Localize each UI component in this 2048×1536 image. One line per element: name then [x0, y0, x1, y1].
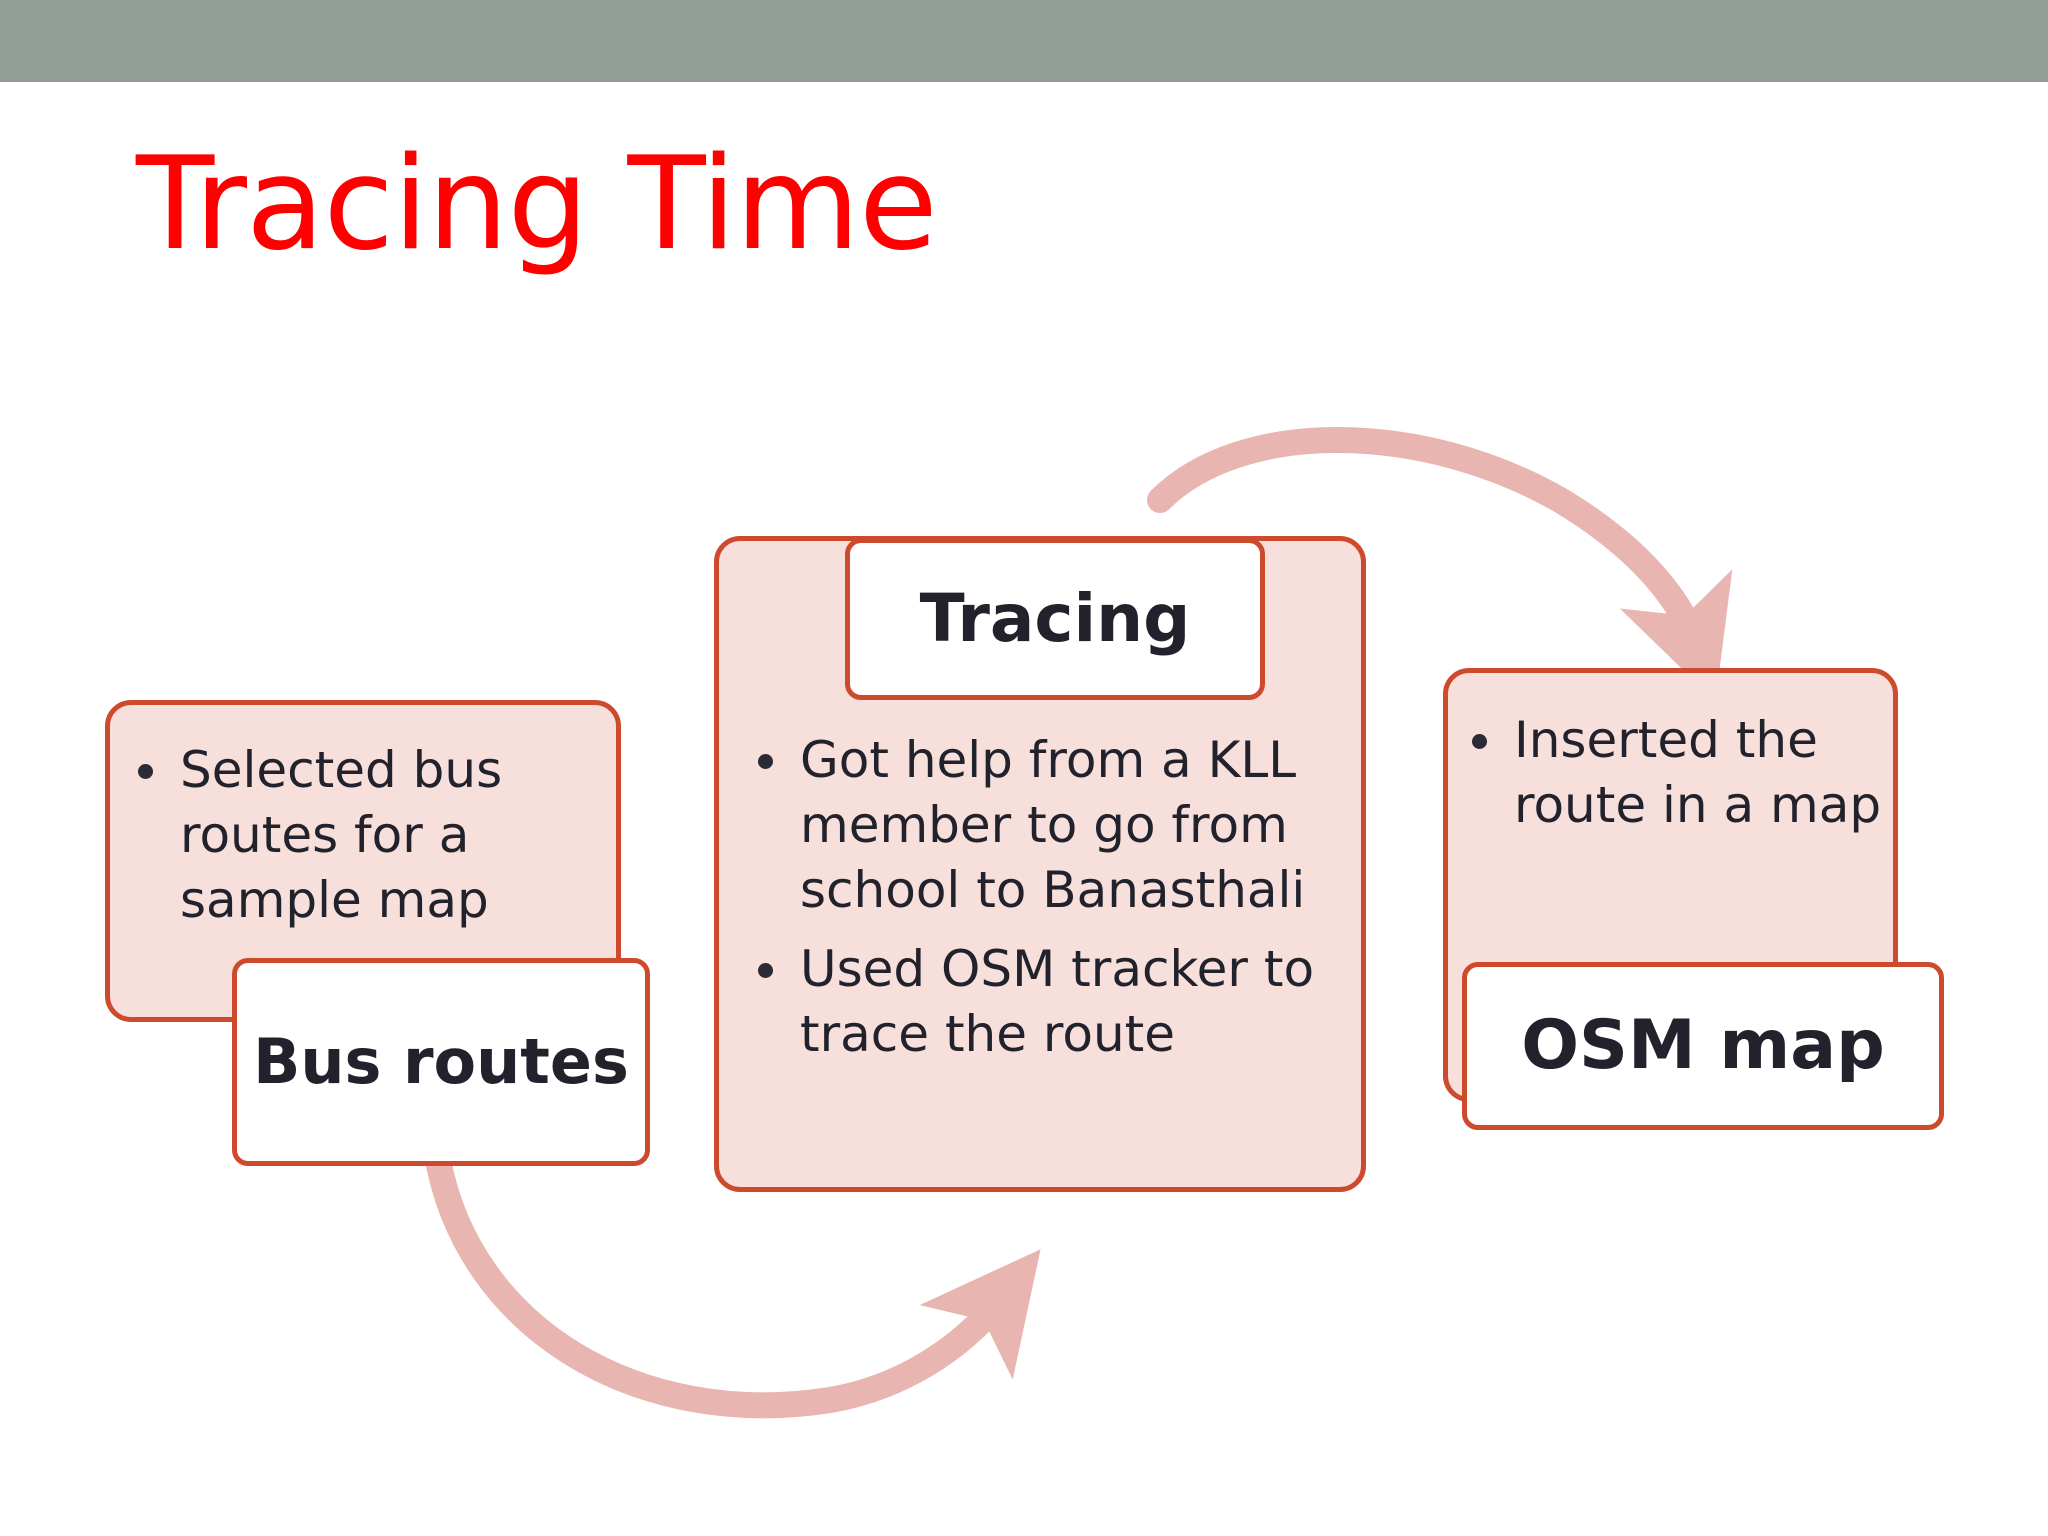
- node-label-bus-routes[interactable]: Bus routes: [232, 958, 650, 1166]
- node-label-osm-map[interactable]: OSM map: [1462, 962, 1944, 1130]
- list-item: Inserted the route in a map: [1462, 708, 1882, 838]
- slide-top-banner: [0, 0, 2048, 82]
- arrow-bus-routes-to-tracing: [425, 1147, 1041, 1419]
- bullet-list-osm-map: Inserted the route in a map: [1462, 708, 1882, 844]
- bullet-list-bus-routes: Selected bus routes for a sample map: [128, 738, 598, 939]
- page-title: Tracing Time: [136, 130, 938, 279]
- node-label-tracing[interactable]: Tracing: [845, 538, 1265, 700]
- bullet-list-tracing: Got help from a KLL member to go from sc…: [748, 728, 1338, 1081]
- list-item: Selected bus routes for a sample map: [128, 738, 598, 933]
- list-item: Used OSM tracker to trace the route: [748, 937, 1338, 1067]
- list-item: Got help from a KLL member to go from sc…: [748, 728, 1338, 923]
